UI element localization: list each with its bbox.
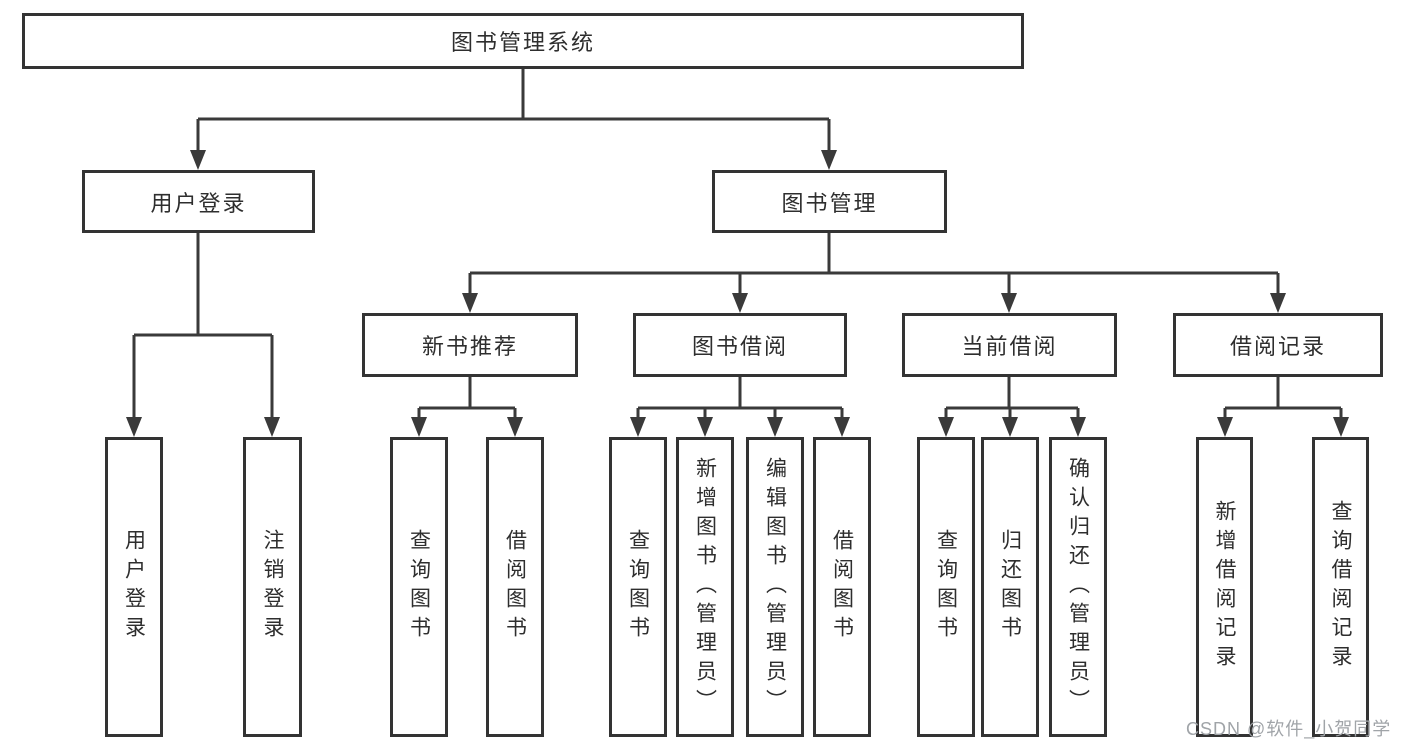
csdn-watermark: CSDN @软件_小贺同学 (1186, 719, 1392, 739)
edge-borrowing-records-to-leaves (1217, 377, 1349, 437)
leaf-logout: 注销登录 (243, 437, 302, 737)
edge-root-to-level2 (190, 69, 837, 170)
leaf-add-books-admin: 新增图书（管理员） (676, 437, 734, 737)
node-current-borrowing: 当前借阅 (902, 313, 1117, 377)
leaf-query-books-recommend: 查询图书 (390, 437, 448, 737)
leaf-return-books: 归还图书 (981, 437, 1039, 737)
edge-book-borrowing-to-leaves (630, 377, 850, 437)
edge-book-management-to-level3 (462, 233, 1286, 313)
edge-current-borrowing-to-leaves (938, 377, 1086, 437)
leaf-add-borrow-record: 新增借阅记录 (1196, 437, 1253, 737)
leaf-user-login: 用户登录 (105, 437, 163, 737)
node-book-management: 图书管理 (712, 170, 947, 233)
edge-user-login-to-leaves (126, 233, 280, 437)
leaf-query-borrow-record: 查询借阅记录 (1312, 437, 1369, 737)
node-library-management-system: 图书管理系统 (22, 13, 1024, 69)
node-new-book-recommend: 新书推荐 (362, 313, 578, 377)
leaf-edit-books-admin: 编辑图书（管理员） (746, 437, 804, 737)
leaf-borrow-books-borrowing: 借阅图书 (813, 437, 871, 737)
node-borrowing-records: 借阅记录 (1173, 313, 1383, 377)
leaf-borrow-books-recommend: 借阅图书 (486, 437, 544, 737)
leaf-query-books-borrowing: 查询图书 (609, 437, 667, 737)
leaf-query-books-current: 查询图书 (917, 437, 975, 737)
edge-new-book-recommend-to-leaves (411, 377, 523, 437)
node-book-borrowing: 图书借阅 (633, 313, 847, 377)
node-user-login: 用户登录 (82, 170, 315, 233)
leaf-confirm-return-admin: 确认归还（管理员） (1049, 437, 1107, 737)
